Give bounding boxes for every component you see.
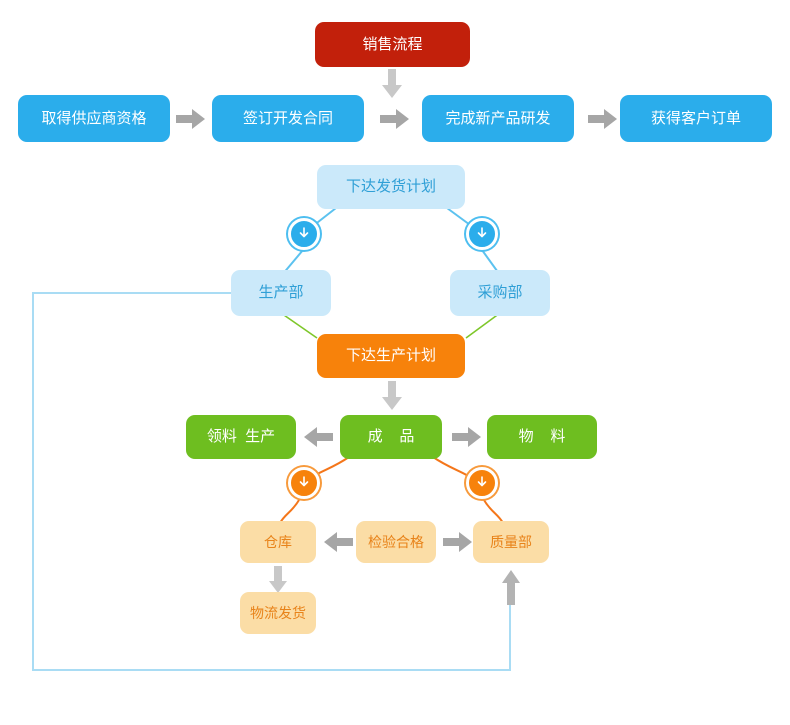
arrow-title-down bbox=[381, 69, 403, 104]
node-logistics-shipment[interactable]: 物流发货 bbox=[240, 592, 316, 634]
node-material-production-label: 领料 生产 bbox=[206, 428, 276, 446]
node-purchasing-dept-label: 采购部 bbox=[477, 284, 523, 302]
clock-badge-quality[interactable] bbox=[466, 467, 498, 499]
node-materials[interactable]: 物 料 bbox=[487, 415, 597, 459]
node-supplier-qualification-label: 取得供应商资格 bbox=[41, 109, 147, 127]
node-customer-order[interactable]: 获得客户订单 bbox=[620, 95, 772, 142]
clock-badge-production[interactable] bbox=[288, 218, 320, 250]
node-finished-product[interactable]: 成 品 bbox=[340, 415, 442, 459]
arrow-tan-right bbox=[443, 531, 473, 558]
clock-badge-purchasing[interactable] bbox=[466, 218, 498, 250]
arrow-green-right bbox=[452, 426, 482, 453]
arrow-production-plan-down bbox=[381, 381, 403, 416]
node-development-contract-label: 签订开发合同 bbox=[242, 109, 333, 127]
node-sales-process-label: 销售流程 bbox=[362, 35, 423, 53]
node-development-contract[interactable]: 签订开发合同 bbox=[212, 95, 364, 142]
node-shipping-plan-label: 下达发货计划 bbox=[345, 178, 436, 196]
arrow-supplier-3 bbox=[588, 108, 618, 135]
clock-arrow-icon bbox=[299, 227, 309, 238]
node-new-product-rd-label: 完成新产品研发 bbox=[445, 109, 551, 127]
node-finished-product-label: 成 品 bbox=[367, 428, 415, 446]
node-customer-order-label: 获得客户订单 bbox=[650, 109, 741, 127]
node-warehouse[interactable]: 仓库 bbox=[240, 521, 316, 563]
node-purchasing-dept[interactable]: 采购部 bbox=[450, 270, 550, 316]
clock-badge-warehouse[interactable] bbox=[288, 467, 320, 499]
arrow-feedback-up bbox=[501, 570, 521, 611]
node-supplier-qualification[interactable]: 取得供应商资格 bbox=[18, 95, 170, 142]
curve-quality-badge-to-quality bbox=[483, 499, 504, 524]
node-production-dept[interactable]: 生产部 bbox=[231, 270, 331, 316]
node-logistics-shipment-label: 物流发货 bbox=[250, 604, 306, 621]
line-purchasing-to-plan bbox=[465, 312, 501, 339]
node-material-production[interactable]: 领料 生产 bbox=[186, 415, 296, 459]
node-inspection-pass-label: 检验合格 bbox=[368, 533, 424, 550]
node-new-product-rd[interactable]: 完成新产品研发 bbox=[422, 95, 574, 142]
line-production-to-plan bbox=[280, 312, 318, 339]
node-inspection-pass[interactable]: 检验合格 bbox=[356, 521, 436, 563]
arrow-green-left bbox=[303, 426, 333, 453]
clock-arrow-icon bbox=[299, 476, 309, 487]
node-quality-dept-label: 质量部 bbox=[490, 533, 532, 550]
arrow-supplier-2 bbox=[380, 108, 410, 135]
node-materials-label: 物 料 bbox=[518, 428, 566, 446]
arrow-tan-left bbox=[323, 531, 353, 558]
node-sales-process[interactable]: 销售流程 bbox=[315, 22, 470, 67]
node-production-plan-label: 下达生产计划 bbox=[345, 347, 436, 365]
node-quality-dept[interactable]: 质量部 bbox=[473, 521, 549, 563]
node-warehouse-label: 仓库 bbox=[264, 533, 292, 550]
clock-arrow-icon bbox=[477, 476, 487, 487]
node-production-plan[interactable]: 下达生产计划 bbox=[317, 334, 465, 378]
node-production-dept-label: 生产部 bbox=[258, 284, 304, 302]
arrow-supplier-1 bbox=[176, 108, 206, 135]
clock-arrow-icon bbox=[477, 227, 487, 238]
node-shipping-plan[interactable]: 下达发货计划 bbox=[317, 165, 465, 209]
curve-warehouse-badge-to-warehouse bbox=[279, 499, 300, 524]
